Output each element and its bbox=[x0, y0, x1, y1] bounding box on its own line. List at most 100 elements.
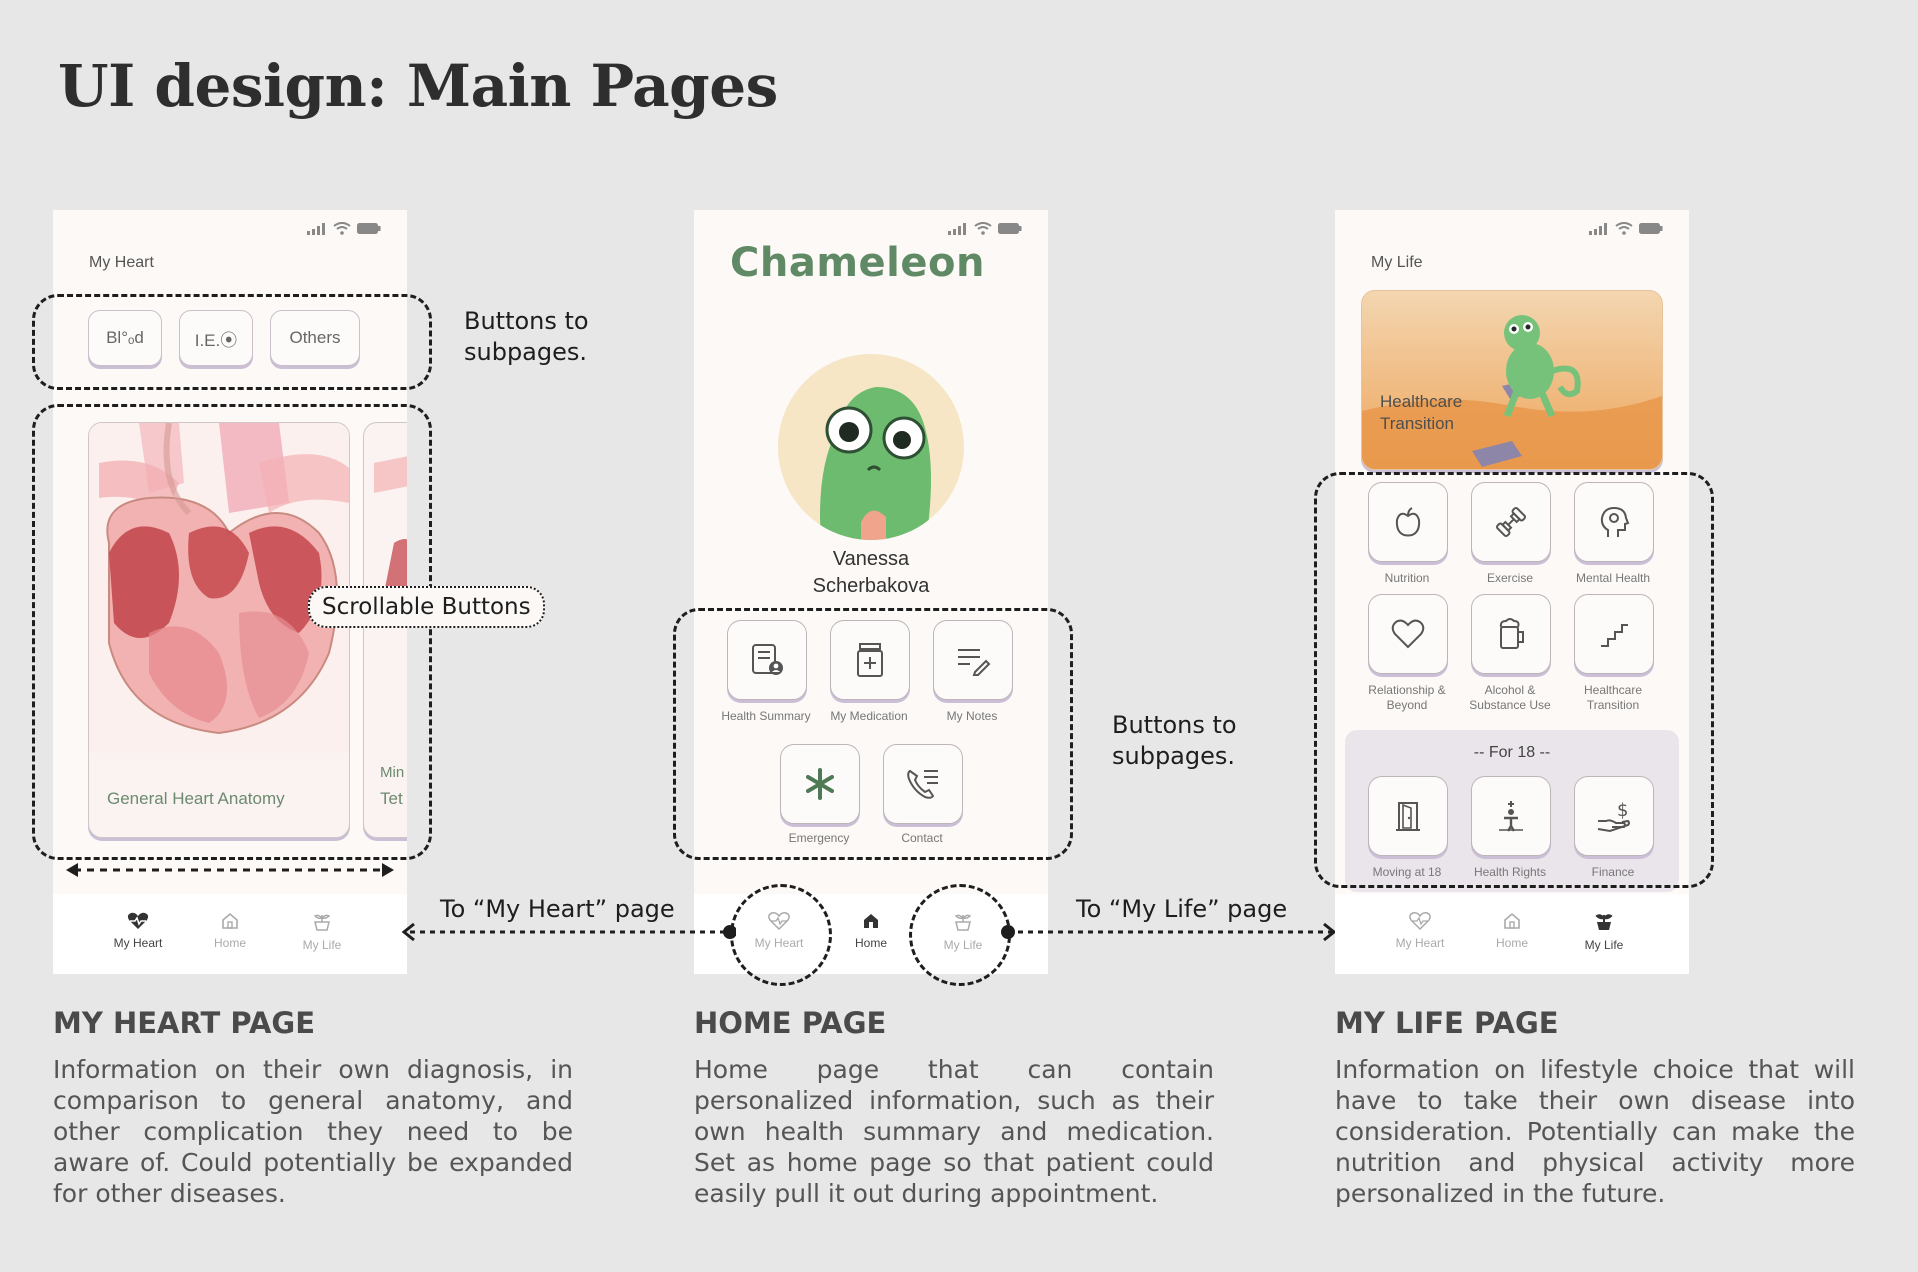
wifi-icon bbox=[1615, 222, 1633, 235]
heart-pulse-icon bbox=[127, 912, 149, 929]
my-heart-title: My Heart bbox=[89, 254, 154, 271]
nav-label: Home bbox=[854, 936, 887, 950]
nav-my-heart[interactable]: My Heart bbox=[93, 912, 183, 950]
apple-icon bbox=[1395, 507, 1421, 537]
app-name: Chameleon bbox=[730, 240, 985, 286]
health-rights-label: Health Rights bbox=[1473, 865, 1547, 879]
asterisk-icon bbox=[806, 768, 834, 800]
plant-pot-icon bbox=[313, 914, 331, 931]
moving-at-18-button[interactable] bbox=[1368, 776, 1448, 856]
plant-pot-icon bbox=[1595, 914, 1613, 930]
nav-home[interactable]: Home bbox=[1467, 912, 1557, 950]
heart-section-description: Information on their own diagnosis, in c… bbox=[53, 1055, 573, 1208]
contact-label: Contact bbox=[901, 831, 943, 845]
heart-outline-icon bbox=[1391, 619, 1425, 649]
for-18-label: -- For 18 -- bbox=[1473, 744, 1551, 761]
nutrition-label: Nutrition bbox=[1384, 571, 1430, 585]
health-rights-button[interactable] bbox=[1471, 776, 1551, 856]
document-person-icon bbox=[752, 644, 783, 675]
dumbbell-icon bbox=[1495, 506, 1527, 538]
status-bar bbox=[307, 222, 381, 235]
phone-list-icon bbox=[907, 769, 938, 799]
moving-at-18-label: Moving at 18 bbox=[1372, 865, 1442, 879]
emergency-label: Emergency bbox=[788, 831, 850, 845]
life-section-title: MY LIFE PAGE bbox=[1335, 1006, 1559, 1040]
my-notes-label: My Notes bbox=[946, 709, 998, 723]
beer-mug-icon bbox=[1499, 618, 1524, 649]
card-label-general-anatomy: General Heart Anatomy bbox=[107, 789, 285, 808]
nav-home[interactable]: Home bbox=[826, 912, 916, 950]
healthcare-transition-button[interactable] bbox=[1574, 594, 1654, 674]
nav-my-heart[interactable]: My Heart bbox=[1375, 912, 1465, 950]
home-icon bbox=[1504, 912, 1520, 929]
exercise-label: Exercise bbox=[1486, 571, 1533, 585]
next-card[interactable]: Min Tet bbox=[363, 422, 407, 838]
nav-home[interactable]: Home bbox=[185, 912, 275, 950]
nav-label: Home bbox=[213, 936, 246, 950]
head-gear-icon bbox=[1600, 506, 1630, 537]
home-section-description: Home page that can contain personalized … bbox=[694, 1055, 1214, 1208]
cards-highlight bbox=[32, 404, 432, 860]
health-summary-button[interactable] bbox=[727, 620, 807, 700]
annotation-to-my-life: To “My Life” page bbox=[1076, 895, 1288, 923]
chameleon-hopscotch-icon bbox=[1362, 291, 1662, 469]
status-bar bbox=[1589, 222, 1663, 235]
tab-blood[interactable]: Bl°ₒd bbox=[88, 310, 162, 366]
tab-ie[interactable]: I.E.⦿ bbox=[179, 310, 253, 366]
nav-my-life[interactable]: My Life bbox=[277, 912, 367, 952]
my-medication-button[interactable] bbox=[830, 620, 910, 700]
wifi-icon bbox=[974, 222, 992, 235]
door-icon bbox=[1396, 802, 1420, 831]
annotation-to-my-heart: To “My Heart” page bbox=[440, 895, 675, 923]
signal-icon bbox=[1589, 222, 1607, 235]
notes-pencil-icon bbox=[958, 649, 991, 676]
next-card-label-1: Min bbox=[380, 764, 405, 781]
my-life-title: My Life bbox=[1371, 254, 1423, 271]
nutrition-button[interactable] bbox=[1368, 482, 1448, 562]
stairs-icon bbox=[1601, 624, 1628, 647]
avatar[interactable] bbox=[776, 352, 966, 542]
emergency-button[interactable] bbox=[780, 744, 860, 824]
home-buttons-highlight bbox=[673, 608, 1073, 860]
person-plus-icon bbox=[1499, 801, 1523, 832]
heart-pulse-icon bbox=[1409, 912, 1431, 930]
home-section-title: HOME PAGE bbox=[694, 1006, 887, 1040]
mental-health-button[interactable] bbox=[1574, 482, 1654, 562]
relationship-button[interactable] bbox=[1368, 594, 1448, 674]
contact-button[interactable] bbox=[883, 744, 963, 824]
page-title: UI design: Main Pages bbox=[58, 52, 778, 120]
tab-others[interactable]: Others bbox=[270, 310, 360, 366]
heart-illustration-icon bbox=[89, 423, 349, 753]
hand-dollar-icon: $ bbox=[1597, 800, 1630, 833]
scroll-arrow-icon bbox=[66, 863, 394, 877]
finance-button[interactable]: $ bbox=[1574, 776, 1654, 856]
finance-label: Finance bbox=[1591, 865, 1635, 879]
exercise-button[interactable] bbox=[1471, 482, 1551, 562]
annotation-scrollable-buttons: Scrollable Buttons bbox=[308, 586, 545, 628]
heart-anatomy-card[interactable]: General Heart Anatomy bbox=[88, 422, 350, 838]
home-icon bbox=[864, 914, 878, 928]
mental-health-label: Mental Health bbox=[1575, 571, 1651, 585]
heart-nav-highlight bbox=[730, 884, 832, 986]
my-medication-label: My Medication bbox=[830, 709, 908, 723]
wifi-icon bbox=[333, 222, 351, 235]
next-card-label-2: Tet bbox=[380, 789, 403, 808]
battery-icon bbox=[1639, 223, 1663, 234]
life-nav-highlight bbox=[909, 884, 1011, 986]
nav-label: Home bbox=[1495, 936, 1528, 950]
health-summary-label: Health Summary bbox=[721, 709, 811, 723]
nav-my-life[interactable]: My Life bbox=[1559, 912, 1649, 952]
my-notes-button[interactable] bbox=[933, 620, 1013, 700]
tabs-highlight bbox=[32, 294, 432, 390]
bottom-nav: My Heart Home My Life bbox=[1335, 894, 1689, 974]
battery-icon bbox=[998, 223, 1022, 234]
bottom-nav: My Heart Home My Life bbox=[53, 894, 407, 974]
alcohol-substance-button[interactable] bbox=[1471, 594, 1551, 674]
